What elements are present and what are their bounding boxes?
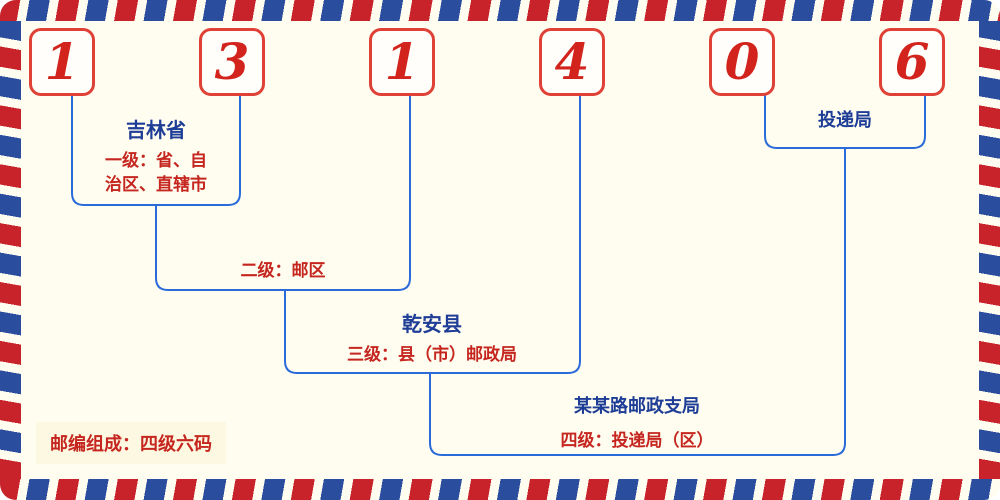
level3-region-label: 乾安县 — [402, 312, 462, 336]
digit-box-1: 1 — [29, 28, 95, 96]
airmail-border-top — [0, 0, 1000, 21]
footer-note: 邮编组成：四级六码 — [36, 422, 226, 464]
level4-desc-label: 四级：投递局（区） — [560, 431, 714, 451]
connector-level3-line — [284, 95, 581, 374]
digit-1: 1 — [44, 32, 80, 91]
digit-box-3: 1 — [369, 28, 435, 96]
connector-level4-line — [429, 147, 846, 456]
level2-desc-label: 二级：邮区 — [240, 261, 326, 281]
level1-region-label: 吉林省 — [126, 118, 186, 142]
digit-box-4: 4 — [539, 28, 605, 96]
digit-box-5: 0 — [709, 28, 775, 96]
level1-desc-line2: 治区、直辖市 — [105, 175, 207, 195]
airmail-border-left — [0, 21, 21, 479]
connector-level2-line — [155, 95, 411, 291]
digit-box-6: 6 — [879, 28, 945, 96]
digit-3: 1 — [384, 32, 420, 91]
airmail-border-bottom — [0, 479, 1000, 500]
digit-2: 3 — [214, 32, 250, 91]
digit-box-2: 3 — [199, 28, 265, 96]
level4-office-label: 投递局 — [818, 110, 872, 131]
level4-branch-label: 某某路邮政支局 — [574, 396, 700, 417]
digit-5: 0 — [724, 32, 760, 91]
digit-4: 4 — [554, 32, 590, 91]
level3-desc-label: 三级：县（市）邮政局 — [347, 345, 517, 365]
digit-6: 6 — [894, 32, 930, 91]
airmail-border-right — [979, 21, 1000, 479]
level1-desc-line1: 一级：省、自 — [105, 151, 207, 171]
